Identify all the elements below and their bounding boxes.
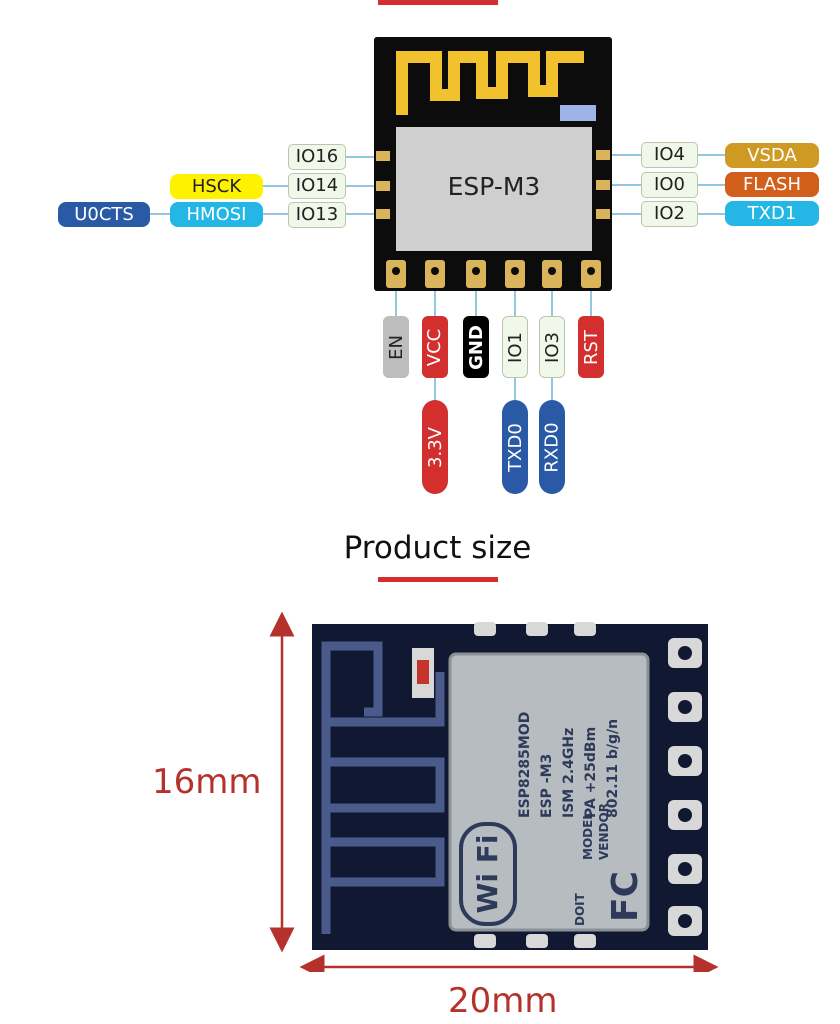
pin-label-gnd: GND — [463, 316, 489, 378]
shield-line-3: ISM 2.4GHz — [561, 727, 577, 818]
pin-label-io4: IO4 — [641, 142, 698, 168]
pin-label-vcc: VCC — [422, 316, 448, 378]
shield-printing: Wi Fi DOIT FC MODEL VENDOR ESP8285MOD ES… — [455, 654, 651, 930]
shield-line-2: ESP -M3 — [539, 753, 555, 818]
alt-label-txd0: TXD0 — [502, 400, 528, 494]
alt-label-flash: FLASH — [725, 172, 819, 197]
pin-label-io3-text: IO3 — [541, 331, 563, 363]
alt-label-vsda: VSDA — [725, 143, 819, 168]
alt-label-u0cts: U0CTS — [58, 202, 150, 227]
esp-m3-module — [374, 37, 612, 291]
alt-label-rxd0: RXD0 — [539, 400, 565, 494]
height-dimension-label: 16mm — [152, 762, 262, 802]
wifi-logo: Wi Fi — [459, 822, 517, 926]
shield-can — [396, 127, 592, 251]
section-underline-top — [378, 0, 498, 5]
pin-label-rst: RST — [578, 316, 604, 378]
pin-label-io2: IO2 — [641, 201, 698, 227]
product-photo — [269, 612, 719, 972]
section-underline — [378, 577, 498, 582]
alt-label-3v3-text: 3.3V — [424, 426, 446, 468]
shield-line-5: 802.11 b/g/n — [605, 718, 621, 818]
antenna-trace — [396, 51, 584, 115]
pin-label-rst-text: RST — [580, 329, 602, 365]
antenna-trace-photo — [321, 641, 445, 934]
brand-text: DOIT — [573, 893, 587, 926]
shield-can-photo — [448, 652, 650, 932]
pin-label-io1: IO1 — [502, 316, 528, 378]
alt-label-txd0-text: TXD0 — [504, 422, 526, 472]
section-title-product-size: Product size — [343, 530, 532, 566]
alt-label-hsck: HSCK — [170, 174, 263, 199]
shield-line-4: PA +25dBm — [583, 726, 599, 818]
model-label: MODEL — [581, 812, 595, 860]
pin-label-io3: IO3 — [539, 316, 565, 378]
shield-line-1: ESP8285MOD — [517, 711, 533, 818]
alt-label-rxd0-text: RXD0 — [541, 421, 563, 473]
pin-label-en-text: EN — [385, 334, 407, 360]
pin-label-io13: IO13 — [288, 202, 346, 228]
pinout-lines — [150, 154, 725, 400]
alt-label-txd1: TXD1 — [725, 201, 819, 226]
alt-label-3v3: 3.3V — [422, 400, 448, 494]
pin-label-en: EN — [383, 316, 409, 378]
width-dimension-label: 20mm — [448, 981, 558, 1021]
pin-label-io14: IO14 — [288, 173, 346, 199]
alt-label-hmosi: HMOSI — [170, 202, 263, 227]
pin-label-gnd-text: GND — [465, 324, 487, 370]
pin-label-io1-text: IO1 — [504, 331, 526, 363]
pin-label-vcc-text: VCC — [424, 328, 446, 366]
module-name: ESP-M3 — [447, 172, 541, 201]
fc-logo: FC — [605, 870, 646, 922]
pin-label-io16: IO16 — [288, 144, 346, 170]
pin-label-io0: IO0 — [641, 172, 698, 198]
